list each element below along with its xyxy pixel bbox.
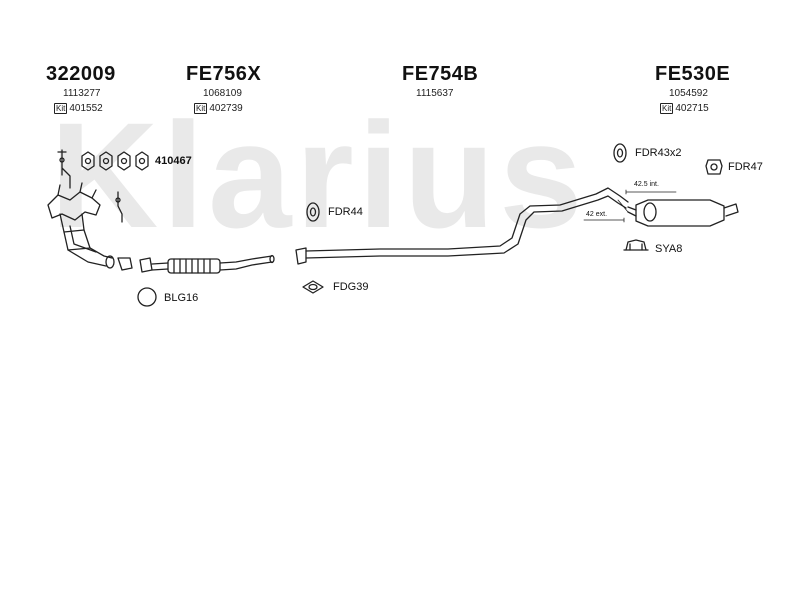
front-pipe-drawing xyxy=(151,254,275,274)
gasket-fdg39-drawing xyxy=(302,280,324,294)
label-gasket-2: FDG39 xyxy=(333,281,369,293)
kit-badge: Kit xyxy=(660,103,674,114)
dimension-external: 42 ext. xyxy=(586,211,608,218)
label-clamp: SYA8 xyxy=(655,243,683,255)
rubber-mount-fdr47-drawing xyxy=(705,159,723,175)
kit-badge: Kit xyxy=(54,103,68,114)
dimension-internal: 42.5 int. xyxy=(634,181,659,188)
rubber-mount-fdr43-drawing xyxy=(613,143,627,163)
ring-blg16-drawing xyxy=(137,287,157,307)
rear-silencer-drawing xyxy=(627,199,739,227)
middle-pipe-drawing xyxy=(295,187,629,265)
label-rubber-mount-2: FDR43x2 xyxy=(635,147,682,159)
kit-row-rear-box: Kit 402715 xyxy=(660,103,709,114)
group-ref-rear-box: 1054592 xyxy=(669,88,708,99)
gasket-set-drawing xyxy=(81,151,149,171)
group-title-rear-box: FE530E xyxy=(655,63,731,85)
kit-row-catalyst: Kit 401552 xyxy=(54,103,103,114)
kit-number: 402739 xyxy=(209,103,243,114)
group-ref-middle-pipe: 1115637 xyxy=(416,88,454,99)
group-title-middle-pipe: FE754B xyxy=(402,63,479,85)
catalytic-converter-drawing xyxy=(47,149,123,269)
label-rubber-mount-1: FDR44 xyxy=(328,206,363,218)
kit-number: 402715 xyxy=(675,103,709,114)
label-rubber-mount-3: FDR47 xyxy=(728,161,763,173)
group-title-front-pipe: FE756X xyxy=(186,63,262,85)
kit-row-front-pipe: Kit 402739 xyxy=(194,103,243,114)
label-gasket-set: 410467 xyxy=(155,155,192,167)
group-ref-front-pipe: 1068109 xyxy=(203,88,242,99)
label-ring: BLG16 xyxy=(164,292,199,304)
kit-number: 401552 xyxy=(69,103,103,114)
kit-badge: Kit xyxy=(194,103,208,114)
group-title-catalyst: 322009 xyxy=(46,63,116,85)
clamp-sya8-drawing xyxy=(623,239,649,251)
flange-drawing xyxy=(117,257,133,271)
group-ref-catalyst: 1113277 xyxy=(63,88,101,99)
brand-watermark: Klarius xyxy=(50,91,587,259)
rubber-mount-fdr44-drawing xyxy=(306,202,320,222)
